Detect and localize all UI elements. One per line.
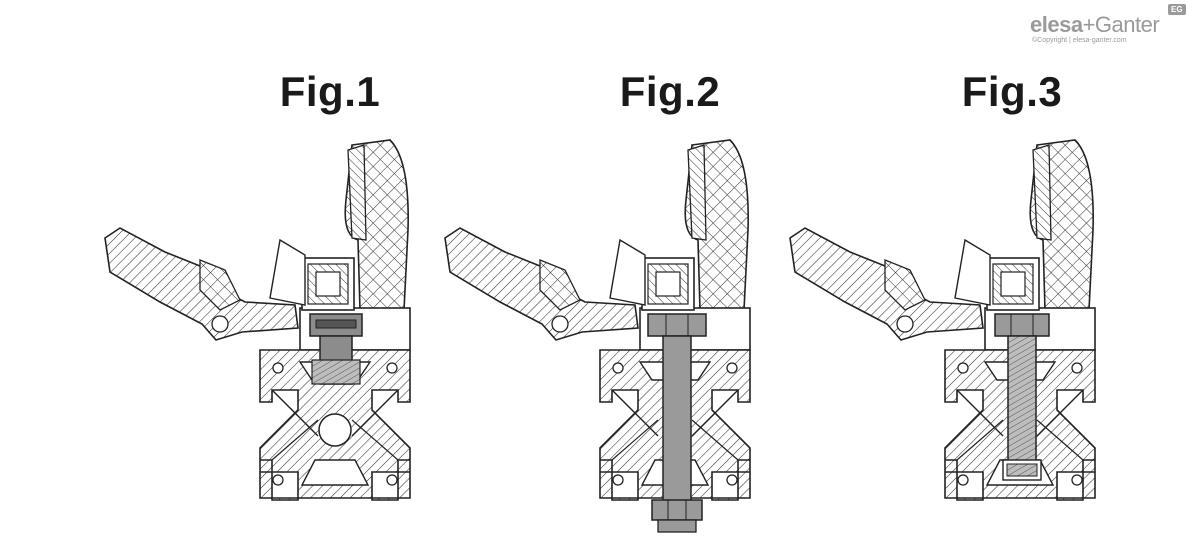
brand-badge: EG	[1168, 4, 1186, 15]
fig1-center-hole	[318, 413, 352, 447]
fig3-drawing	[789, 139, 1096, 501]
fig2-drawing	[444, 139, 751, 533]
fig2-title: Fig.2	[619, 68, 721, 115]
fig3-bolt	[994, 313, 1050, 481]
fig3-title: Fig.3	[961, 68, 1063, 115]
fig1-screw	[309, 313, 363, 385]
elesa-ganter-logo: elesa+Ganter EG ©Copyright | elesa-gante…	[1030, 4, 1195, 52]
brand-name: elesa+Ganter	[1030, 12, 1160, 37]
fig2-bolt	[647, 313, 707, 533]
fig1-drawing	[104, 139, 411, 501]
brand-copyright: ©Copyright | elesa-ganter.com	[1032, 37, 1127, 44]
fig1-title: Fig.1	[279, 68, 381, 115]
